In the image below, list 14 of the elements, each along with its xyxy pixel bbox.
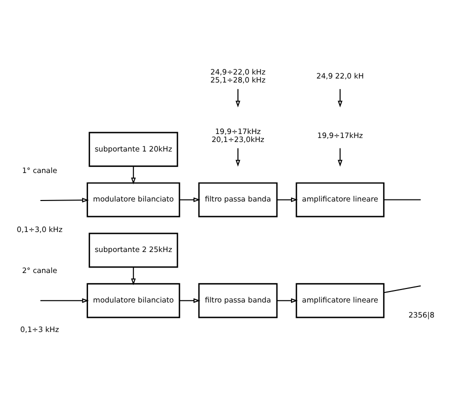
arrow xyxy=(180,298,200,302)
connector xyxy=(384,198,421,200)
connector xyxy=(384,284,421,293)
arrow xyxy=(180,196,200,202)
arrow xyxy=(277,298,298,302)
arrow xyxy=(131,166,136,184)
arrow xyxy=(236,148,240,166)
arrow xyxy=(236,88,240,107)
arrow xyxy=(338,148,342,166)
arrow xyxy=(40,197,89,202)
arrow xyxy=(277,196,298,202)
arrow xyxy=(131,266,136,285)
arrow xyxy=(338,88,342,107)
arrow xyxy=(40,298,89,302)
